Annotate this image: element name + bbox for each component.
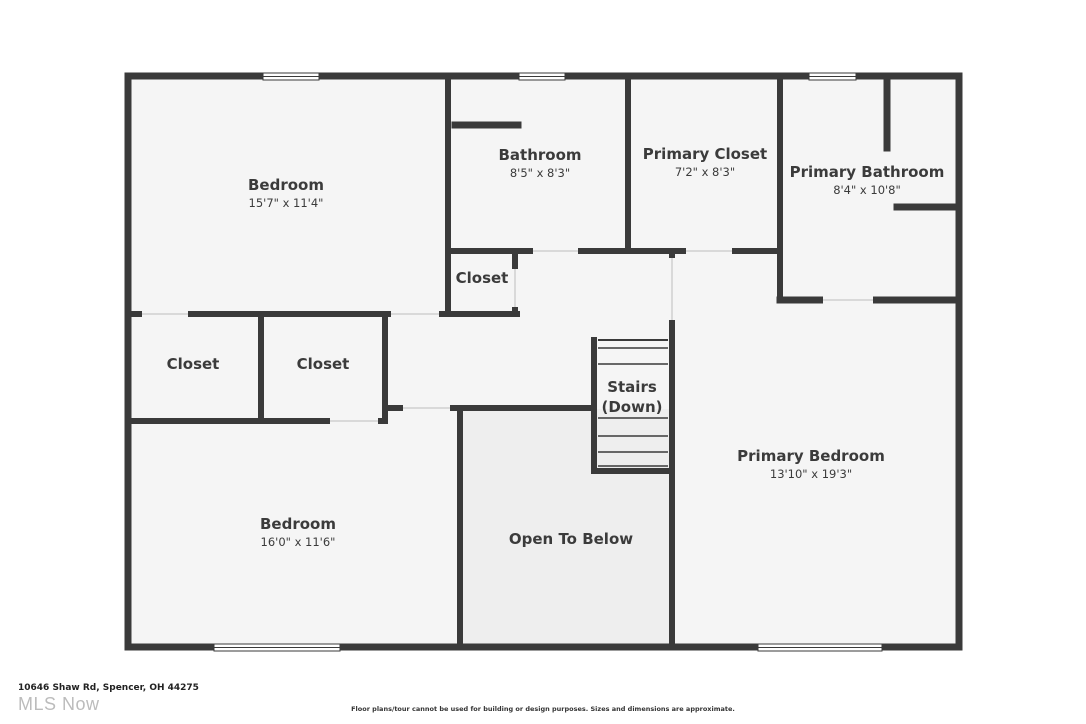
bedroom-top-name: Bedroom xyxy=(248,176,324,194)
bedroom-bottom-dims: 16'0" x 11'6" xyxy=(261,535,336,549)
bathroom-name: Bathroom xyxy=(498,146,581,164)
closet-mid-name: Closet xyxy=(297,355,350,373)
property-address: 10646 Shaw Rd, Spencer, OH 44275 xyxy=(18,683,199,693)
primary-bathroom-dims: 8'4" x 10'8" xyxy=(833,183,901,197)
primary-bedroom-dims: 13'10" x 19'3" xyxy=(770,467,852,481)
open-to-below-label: Open To Below xyxy=(509,530,633,548)
primary-bedroom-name: Primary Bedroom xyxy=(737,447,885,465)
bathroom-dims: 8'5" x 8'3" xyxy=(510,166,570,180)
primary-closet-name: Primary Closet xyxy=(643,145,767,163)
closet-hall-name: Closet xyxy=(456,269,509,287)
windows xyxy=(213,72,883,652)
disclaimer-text: Floor plans/tour cannot be used for buil… xyxy=(351,705,735,713)
stairs-label: Stairs xyxy=(607,378,657,396)
door-edges xyxy=(142,250,873,422)
closet-left-name: Closet xyxy=(167,355,220,373)
stairs-treads xyxy=(598,339,668,467)
primary-closet-dims: 7'2" x 8'3" xyxy=(675,165,735,179)
stairs-direction: (Down) xyxy=(601,398,662,416)
bedroom-top-dims: 15'7" x 11'4" xyxy=(249,196,324,210)
brand-watermark: MLS Now xyxy=(18,694,100,714)
primary-bathroom-name: Primary Bathroom xyxy=(790,163,945,181)
bedroom-bottom-name: Bedroom xyxy=(260,515,336,533)
open-to-below-area xyxy=(461,409,670,647)
